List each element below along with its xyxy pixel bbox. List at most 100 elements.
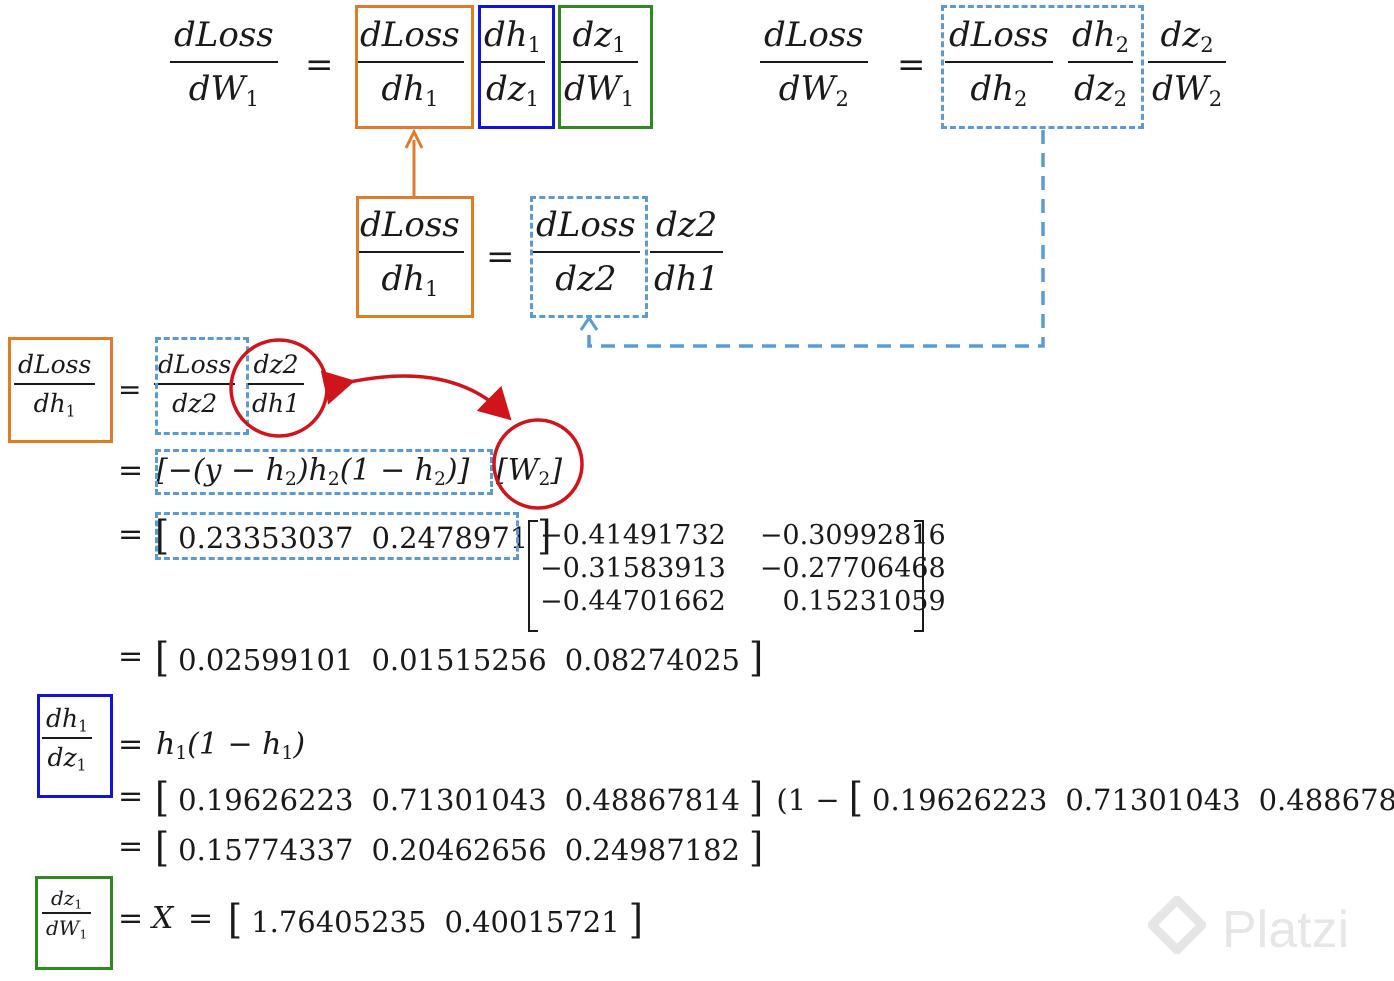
frac-dloss-dh1-mid: dLoss dh1 xyxy=(356,208,464,301)
w2-matrix: −0.41491732−0.30992816 −0.31583913−0.277… xyxy=(540,522,946,615)
green-box-lower xyxy=(35,876,113,970)
equals-sign: = xyxy=(305,45,334,85)
frac-dz2-dw2: dz2 dW2 xyxy=(1148,15,1227,111)
frac-dloss-dh1-lower: dLoss dh1 xyxy=(14,352,96,421)
orange-arrowhead-icon xyxy=(404,128,424,149)
equals-sign: = xyxy=(188,901,214,936)
fraction-bar xyxy=(945,61,1053,63)
fraction-bar xyxy=(560,61,639,63)
matrix-cell: −0.31583913 xyxy=(540,553,726,584)
orange-box-top xyxy=(355,5,474,129)
frac-denominator: dz2 xyxy=(172,389,218,418)
fraction-bar xyxy=(14,383,96,385)
fraction-bar xyxy=(650,251,724,253)
frac-dz2-dh1-lower: dz2 dh1 xyxy=(248,350,305,416)
frac-numerator: dLoss xyxy=(764,15,864,55)
fraction-bar xyxy=(760,61,868,63)
frac-dloss-dz2-mid: dLoss dz2 xyxy=(532,208,640,296)
w2-term: [W2] xyxy=(496,453,563,491)
fraction-bar xyxy=(532,251,640,253)
fraction-bar xyxy=(356,251,464,253)
frac-denominator: dW1 xyxy=(46,916,88,942)
frac-numerator: dh1 xyxy=(46,704,88,736)
matrix-bracket-right xyxy=(914,520,924,632)
platzi-logo-icon xyxy=(1145,893,1209,957)
red-circle-w2 xyxy=(492,418,584,510)
frac-numerator: dLoss xyxy=(360,15,460,55)
bracket-left: [ xyxy=(155,633,170,682)
blue-box-lower xyxy=(37,694,113,798)
orange-box-lower xyxy=(8,337,113,443)
fraction-bar xyxy=(248,383,305,385)
orange-box-mid xyxy=(356,196,474,318)
frac-denominator: dh1 xyxy=(381,259,439,301)
fraction-bar xyxy=(480,61,546,63)
equals-sign: = xyxy=(118,639,144,674)
x-symbol: X xyxy=(152,901,174,936)
frac-denominator: dh2 xyxy=(970,69,1028,111)
frac-numerator: dh1 xyxy=(484,15,542,57)
frac-numerator: dz1 xyxy=(572,15,626,57)
frac-denominator: dh1 xyxy=(381,69,439,111)
equals-sign: = xyxy=(118,901,144,936)
loss-derivative-expression: [−(y − h2)h2(1 − h2)] xyxy=(156,453,470,491)
frac-dloss-dz2-lower: dLoss dz2 xyxy=(154,350,236,418)
frac-denominator: dz1 xyxy=(485,69,540,111)
frac-dloss-dh2: dLoss dh2 xyxy=(945,18,1053,111)
frac-numerator: dz2 xyxy=(1160,15,1214,57)
matrix-cell: −0.41491732 xyxy=(540,520,726,551)
fraction-bar xyxy=(42,912,92,914)
frac-dh2-dz2: dh2 dz2 xyxy=(1068,15,1134,109)
frac-denominator: dh1 xyxy=(654,259,720,299)
equals-sign: = xyxy=(118,727,144,762)
matrix-cell: −0.44701662 xyxy=(540,586,726,617)
frac-dh1-dz1: dh1 dz1 xyxy=(480,15,546,111)
frac-dloss-dh1: dLoss dh1 xyxy=(356,15,464,111)
frac-denominator: dW2 xyxy=(1152,69,1223,111)
bracket-left: [ xyxy=(228,895,243,944)
equals-sign: = xyxy=(118,829,144,864)
frac-dz1-dw1-lower: dz1 dW1 xyxy=(42,886,92,942)
bracket-right: ] xyxy=(628,895,643,944)
bracket-right: ] xyxy=(537,511,552,560)
equals-sign: = xyxy=(118,779,144,814)
frac-dz1-dw1: dz1 dW1 xyxy=(560,15,639,111)
dashed-box-vector xyxy=(155,512,519,560)
frac-numerator: dLoss xyxy=(536,205,636,245)
bracket-right: ] xyxy=(749,823,764,872)
frac-denominator: dz2 xyxy=(555,259,617,299)
dashed-box-top-right xyxy=(941,5,1144,129)
frac-numerator: dz1 xyxy=(51,886,83,912)
frac-denominator: dz1 xyxy=(47,743,87,775)
frac-dloss-dw2: dLoss dW2 xyxy=(760,15,868,109)
bracket-left: [ xyxy=(155,773,170,822)
frac-denominator: dW1 xyxy=(564,69,635,111)
frac-numerator: dLoss xyxy=(158,350,232,379)
frac-numerator: dz2 xyxy=(253,350,299,379)
equals-sign: = xyxy=(118,453,144,488)
blue-box-top xyxy=(478,5,555,129)
dashed-box-expression xyxy=(155,449,493,495)
frac-dloss-dw1: dLoss dW1 xyxy=(170,15,278,109)
frac-numerator: dh2 xyxy=(1072,15,1130,57)
frac-numerator: dz2 xyxy=(655,205,718,245)
frac-numerator: dLoss xyxy=(174,15,274,55)
matrix-bracket-left xyxy=(528,520,538,632)
bracket-left: [ xyxy=(155,823,170,872)
fraction-bar xyxy=(154,383,236,385)
frac-denominator: dh1 xyxy=(33,389,76,421)
dashed-box-lower xyxy=(155,337,249,435)
fraction-bar xyxy=(1148,61,1227,63)
equals-sign: = xyxy=(486,237,515,277)
red-double-arrow xyxy=(320,370,512,421)
fraction-bar xyxy=(170,61,278,63)
fraction-bar xyxy=(1068,61,1134,63)
frac-dz2-dh1-mid: dz2 dh1 xyxy=(650,205,724,299)
